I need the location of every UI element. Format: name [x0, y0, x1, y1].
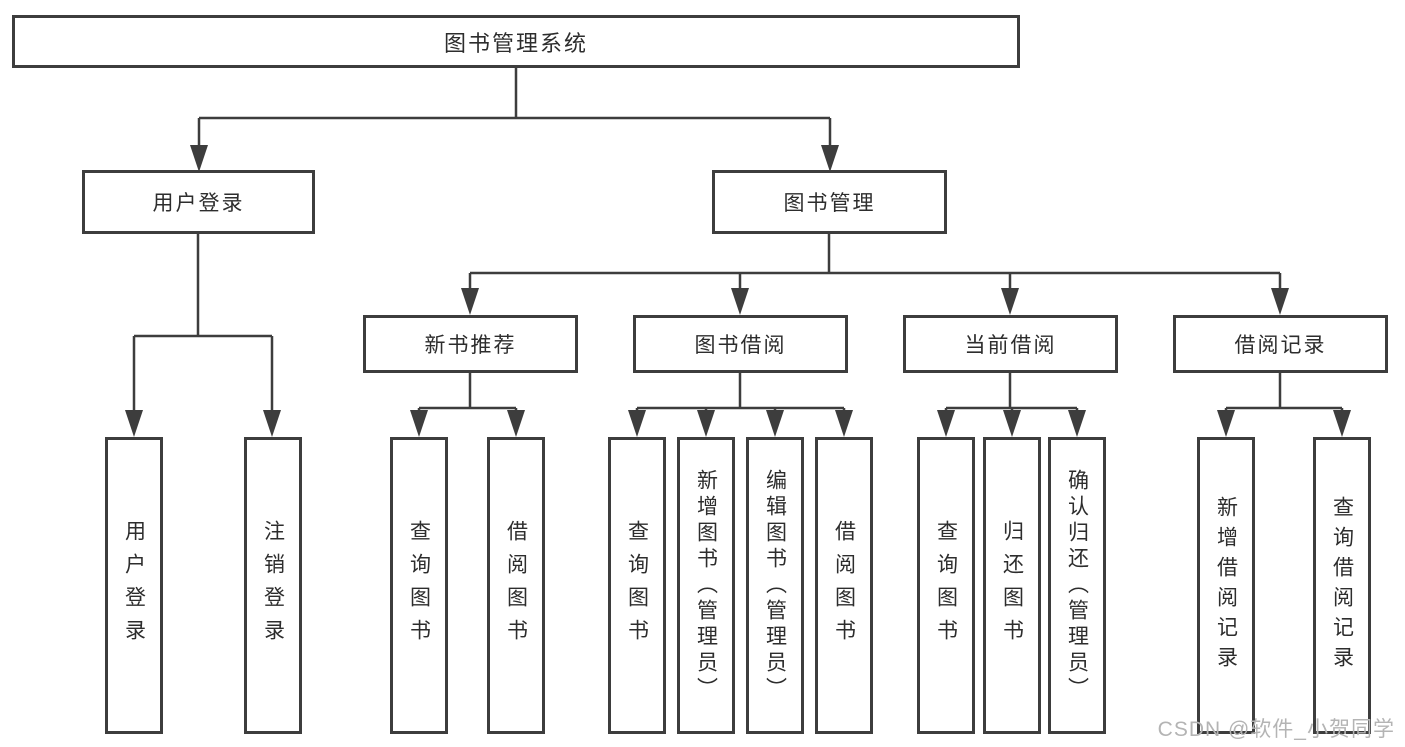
node-book-borrowing: 图书借阅 [633, 315, 848, 373]
leaf-confirm-return-admin: 确认归还（管理员） [1048, 437, 1106, 734]
leaf-edit-books-admin: 编辑图书（管理员） [746, 437, 804, 734]
node-label: 查询图书 [934, 519, 958, 652]
node-label: 确认归还（管理员） [1065, 468, 1089, 703]
leaf-query-books: 查询图书 [390, 437, 448, 734]
node-label: 用户登录 [152, 192, 245, 215]
connector-book-management-branch [468, 233, 1282, 290]
node-label: 借阅图书 [504, 519, 528, 652]
leaf-borrow-books: 借阅图书 [487, 437, 545, 734]
node-borrowing-records: 借阅记录 [1173, 315, 1388, 373]
leaf-logout: 注销登录 [244, 437, 302, 734]
node-label: 用户登录 [122, 519, 146, 652]
node-label: 当前借阅 [964, 334, 1057, 357]
connector-new-books-branch [417, 373, 518, 412]
node-label: 图书借阅 [694, 334, 787, 357]
csdn-watermark: CSDN @软件_小贺同学 [1157, 718, 1395, 741]
node-label: 注销登录 [261, 519, 285, 652]
node-label: 新增图书（管理员） [694, 468, 718, 703]
node-book-management: 图书管理 [712, 170, 947, 234]
connector-book-borrow-branch [635, 373, 846, 412]
node-label: 图书管理系统 [443, 30, 588, 56]
node-library-management-system: 图书管理系统 [12, 15, 1020, 68]
node-label: 借阅图书 [832, 519, 856, 652]
node-label: 借阅记录 [1234, 334, 1327, 357]
node-label: 查询图书 [407, 519, 431, 652]
node-label: 查询借阅记录 [1330, 495, 1354, 676]
leaf-user-login: 用户登录 [105, 437, 163, 734]
leaf-add-borrow-record: 新增借阅记录 [1197, 437, 1255, 734]
node-new-book-recommendation: 新书推荐 [363, 315, 578, 373]
leaf-add-books-admin: 新增图书（管理员） [677, 437, 735, 734]
node-user-login: 用户登录 [82, 170, 315, 234]
leaf-query-books-2: 查询图书 [608, 437, 666, 734]
connector-root-to-level1 [197, 68, 832, 147]
node-label: 新增借阅记录 [1214, 495, 1238, 676]
node-label: 编辑图书（管理员） [763, 468, 787, 703]
node-label: 图书管理 [783, 192, 876, 215]
connector-user-login-branch [132, 233, 274, 412]
connector-borrow-records-branch [1224, 373, 1344, 412]
node-label: 新书推荐 [424, 334, 517, 357]
connector-current-borrow-branch [944, 373, 1079, 412]
leaf-query-books-3: 查询图书 [917, 437, 975, 734]
leaf-query-borrow-record: 查询借阅记录 [1313, 437, 1371, 734]
node-label: 查询图书 [625, 519, 649, 652]
node-current-borrowing: 当前借阅 [903, 315, 1118, 373]
leaf-return-books: 归还图书 [983, 437, 1041, 734]
node-label: 归还图书 [1000, 519, 1024, 652]
arrowheads [125, 145, 1351, 437]
leaf-borrow-books-2: 借阅图书 [815, 437, 873, 734]
